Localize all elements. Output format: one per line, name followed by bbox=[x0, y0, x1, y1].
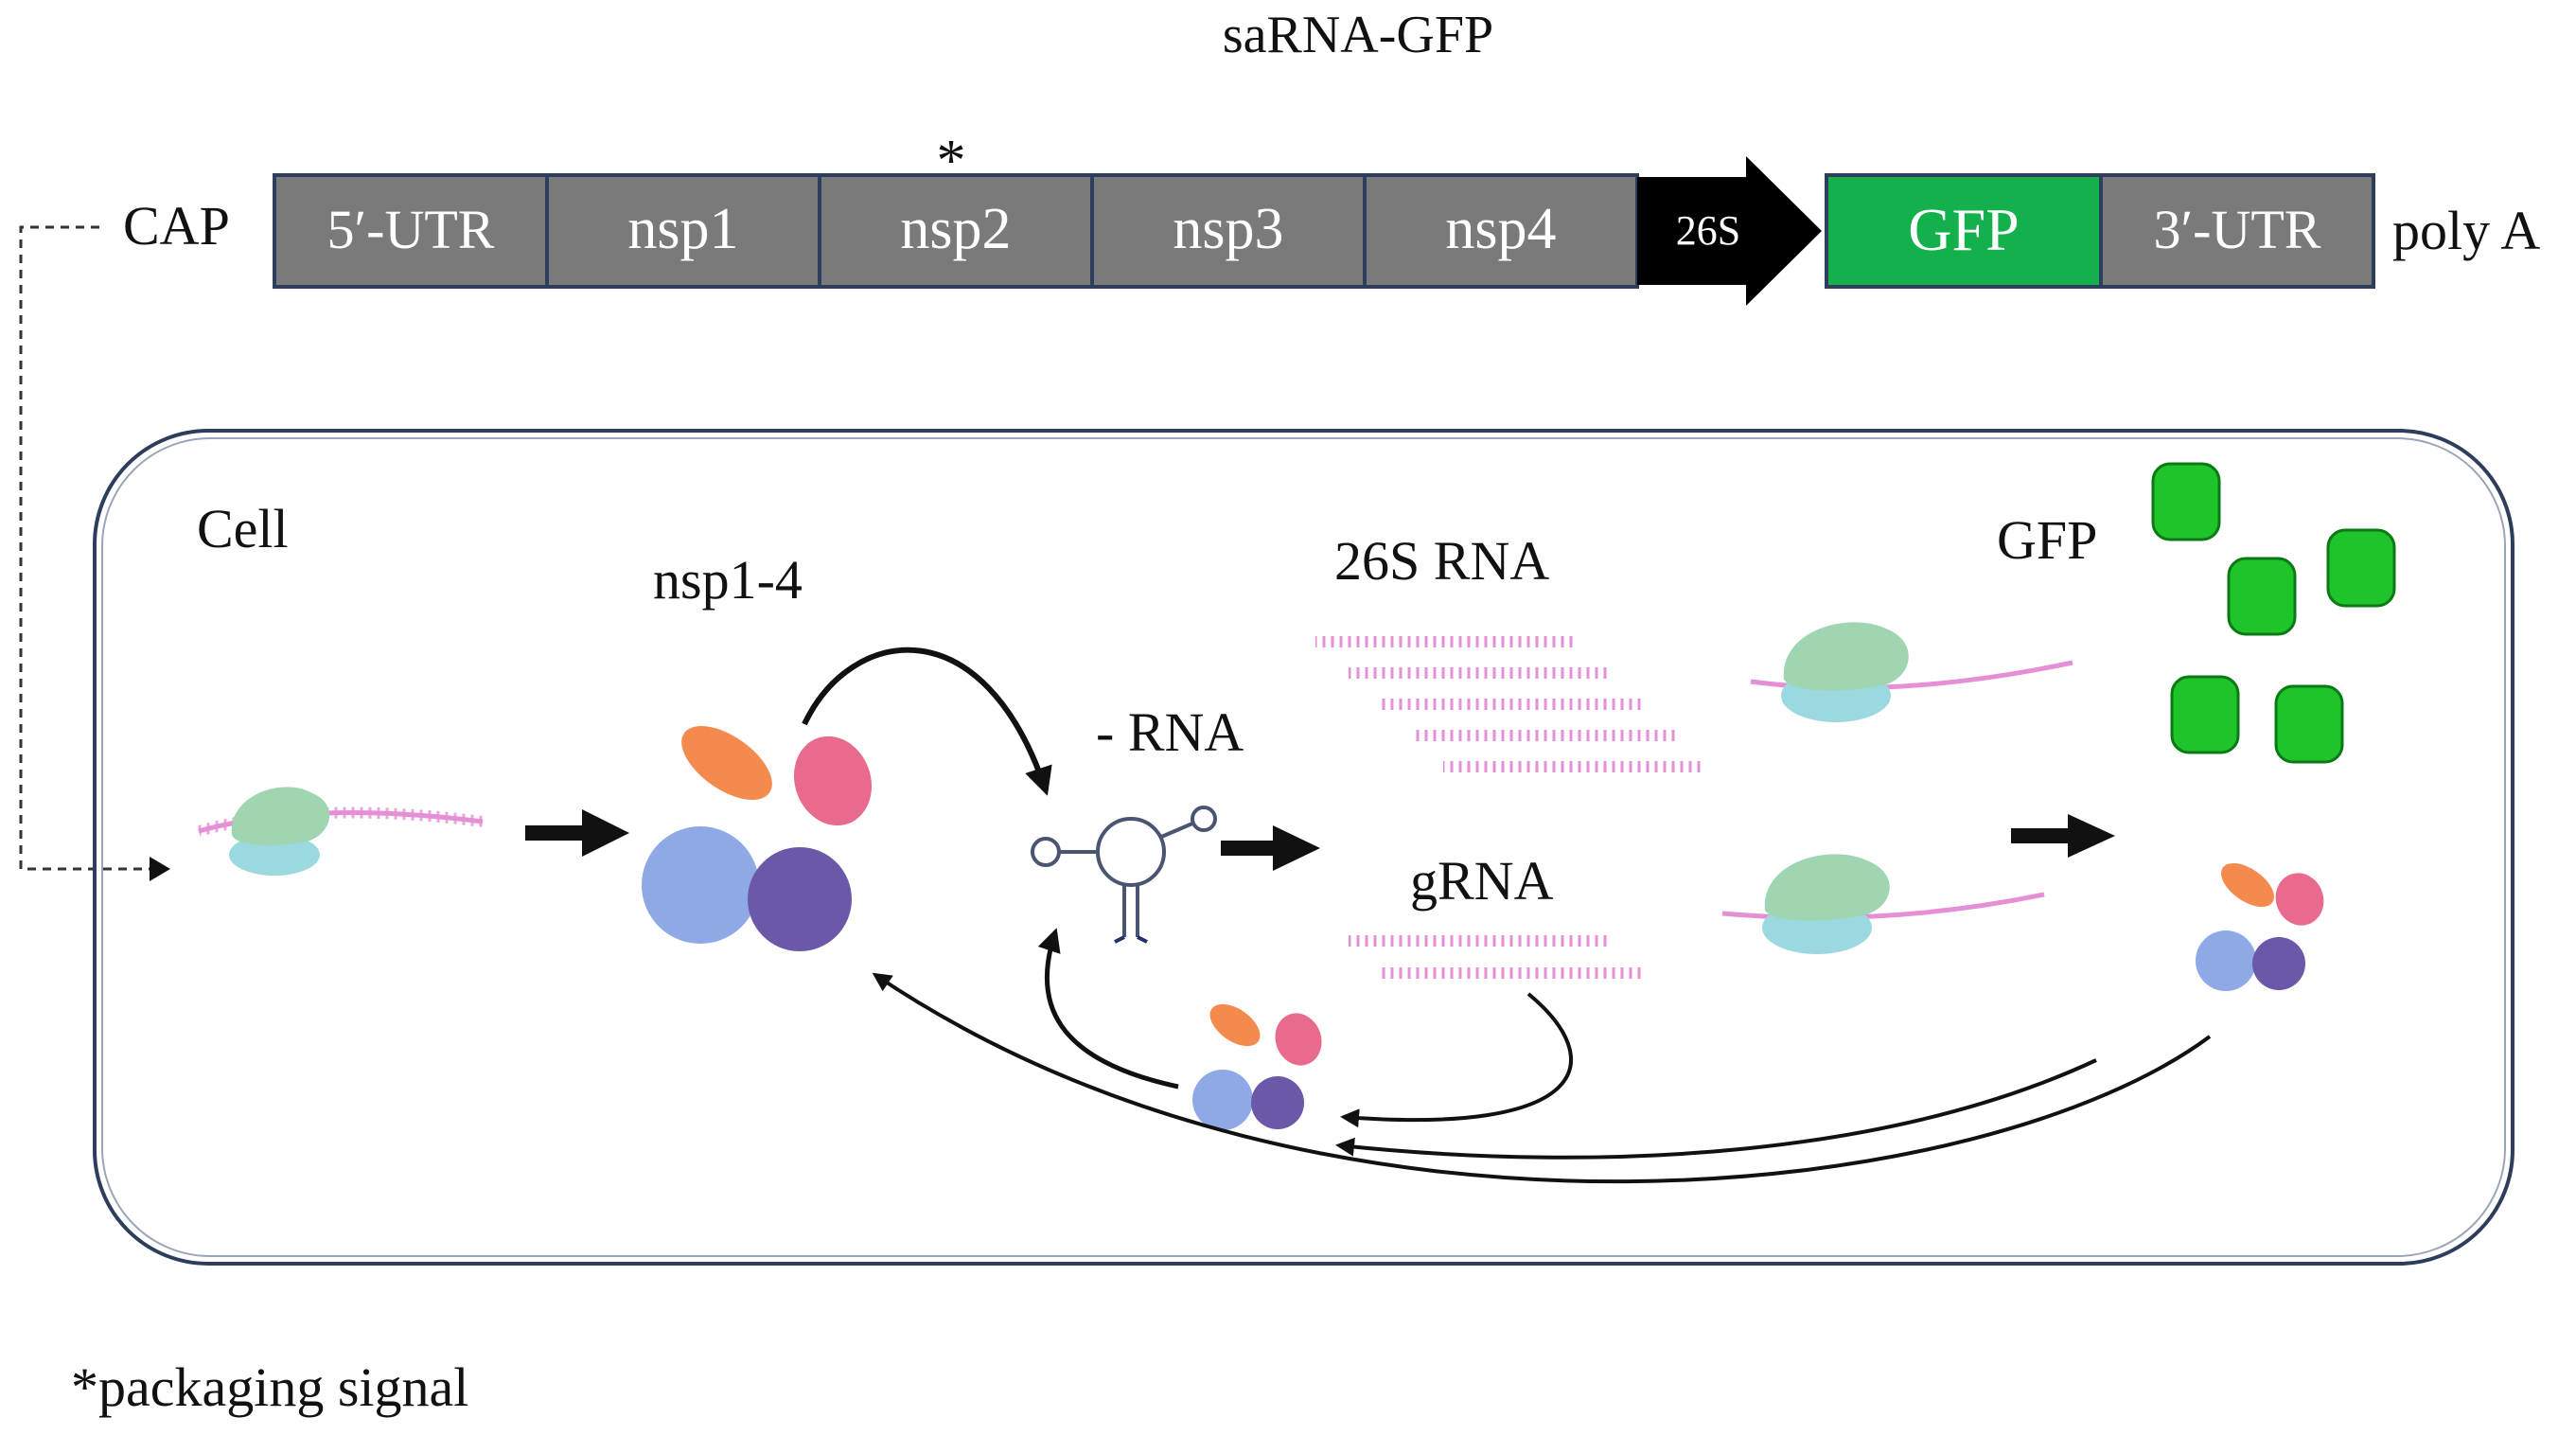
footnote: *packaging signal bbox=[71, 1356, 468, 1418]
step-arrow-translation bbox=[525, 809, 629, 857]
construct-map: CAP poly A * 5′-UTR nsp1 nsp2 nsp3 nsp4 … bbox=[123, 129, 2540, 306]
genomic-rna-strands bbox=[1349, 935, 1642, 979]
cap-connector-arrowhead bbox=[150, 857, 170, 881]
segment-nsp2-label: nsp2 bbox=[900, 197, 1011, 261]
arrow-translation-to-nsp bbox=[1335, 1058, 2097, 1160]
diagram-title: saRNA-GFP bbox=[1223, 6, 1493, 64]
segment-nsp3-label: nsp3 bbox=[1173, 197, 1283, 261]
segment-gfp: GFP bbox=[1825, 173, 2103, 289]
ribosome-grna bbox=[1721, 854, 2045, 954]
segment-5utr-label: 5′-UTR bbox=[326, 199, 494, 260]
subgenomic-rna-strands bbox=[1315, 636, 1703, 772]
gfp-proteins bbox=[2151, 462, 2396, 764]
cap-label: CAP bbox=[123, 195, 230, 257]
nsp-complex-label: nsp1-4 bbox=[653, 549, 803, 611]
segment-3utr-label: 3′-UTR bbox=[2153, 199, 2320, 260]
nsp-complex-right bbox=[2196, 862, 2324, 991]
arrow-right-cluster-to-nsp bbox=[872, 972, 2212, 1184]
step-arrow-expression bbox=[2011, 814, 2115, 858]
flow-arrows bbox=[802, 647, 2212, 1184]
ribosome-initial bbox=[197, 787, 484, 876]
segment-nsp4: nsp4 bbox=[1363, 173, 1639, 289]
segment-5utr: 5′-UTR bbox=[273, 173, 549, 289]
nsp-complex-recycled bbox=[1192, 1003, 1322, 1130]
step-arrow-replication bbox=[1221, 825, 1320, 871]
cell-label: Cell bbox=[197, 498, 289, 559]
minus-rna-structure bbox=[1031, 806, 1217, 944]
segment-nsp4-label: nsp4 bbox=[1445, 197, 1556, 261]
segment-nsp2: nsp2 bbox=[818, 173, 1094, 289]
gfp-output-label: GFP bbox=[1997, 509, 2097, 571]
cap-connector-line bbox=[19, 225, 156, 871]
promoter-26s-arrow: 26S bbox=[1637, 156, 1822, 306]
promoter-26s-label: 26S bbox=[1676, 207, 1740, 254]
grna-label: gRNA bbox=[1410, 850, 1554, 912]
segment-nsp1: nsp1 bbox=[545, 173, 821, 289]
arrow-grna-to-nsp bbox=[1340, 992, 1573, 1128]
minus-rna-label: - RNA bbox=[1096, 701, 1244, 763]
segment-gfp-label: GFP bbox=[1908, 196, 2019, 263]
arrow-nsp-to-minus-rna bbox=[802, 647, 1052, 796]
arrow-recycle-to-minus-rna bbox=[1037, 928, 1179, 1090]
nsp-complex-main bbox=[642, 725, 873, 951]
subgenomic-rna-label: 26S RNA bbox=[1334, 530, 1549, 592]
polya-label: poly A bbox=[2392, 200, 2540, 261]
ribosome-26s bbox=[1750, 622, 2073, 722]
segment-nsp3: nsp3 bbox=[1090, 173, 1367, 289]
segment-3utr: 3′-UTR bbox=[2099, 173, 2375, 289]
cell-boundary bbox=[93, 429, 2514, 1266]
segment-nsp1-label: nsp1 bbox=[627, 197, 738, 261]
